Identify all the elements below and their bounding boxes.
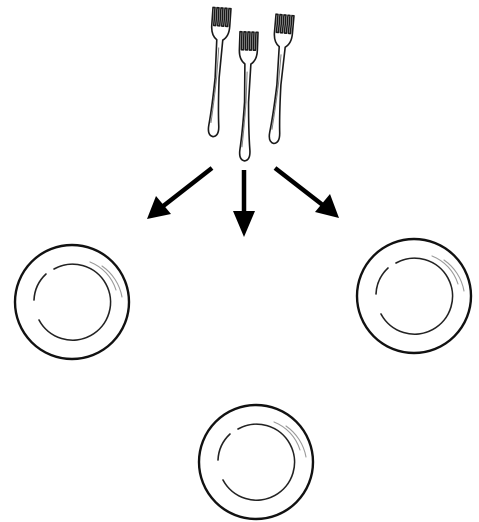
plate-icon-bottom: [197, 403, 315, 521]
fork-icon: [203, 6, 232, 139]
plate-icon-right: [355, 237, 473, 355]
fork-icon: [234, 30, 259, 163]
plates-group: [13, 237, 473, 521]
arrow-icon-down: [233, 170, 255, 237]
forks-group: [203, 6, 295, 163]
arrow-icon-right: [273, 166, 339, 218]
arrow-icon-left: [147, 166, 214, 219]
arrows-group: [147, 166, 339, 237]
plate-icon-left: [13, 243, 131, 361]
fork-icon: [263, 13, 295, 146]
